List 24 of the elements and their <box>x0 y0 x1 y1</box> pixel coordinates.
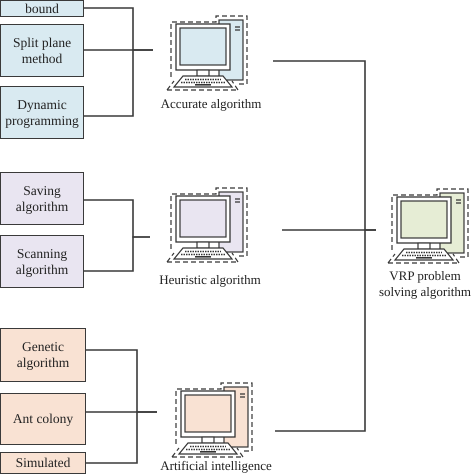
box-label: Saving algorithm <box>14 182 70 214</box>
method-box <box>0 393 86 445</box>
box-label: Simulated <box>16 455 70 471</box>
box-label: Split plane method <box>12 34 72 66</box>
method-box <box>0 172 84 225</box>
node-label: Artificial intelligence <box>160 458 272 474</box>
method-box <box>0 24 84 77</box>
box-label: bound <box>25 0 59 16</box>
connector-line <box>275 229 376 432</box>
node-label: Heuristic algorithm <box>159 272 261 288</box>
box-label: Genetic algorithm <box>16 339 70 371</box>
method-box <box>0 0 84 17</box>
method-box <box>0 235 84 288</box>
connector-line <box>86 411 157 464</box>
method-box <box>0 452 86 474</box>
node-label: VRP problem solving algorithm <box>378 268 472 300</box>
node-label: Accurate algorithm <box>160 96 262 112</box>
box-label: Scanning algorithm <box>14 246 70 278</box>
connector-line <box>84 236 150 272</box>
method-box <box>0 86 84 139</box>
method-box <box>0 328 86 382</box>
box-label: Ant colony <box>12 411 74 427</box>
connector-line <box>84 49 153 117</box>
box-label: Dynamic programming <box>4 96 80 128</box>
